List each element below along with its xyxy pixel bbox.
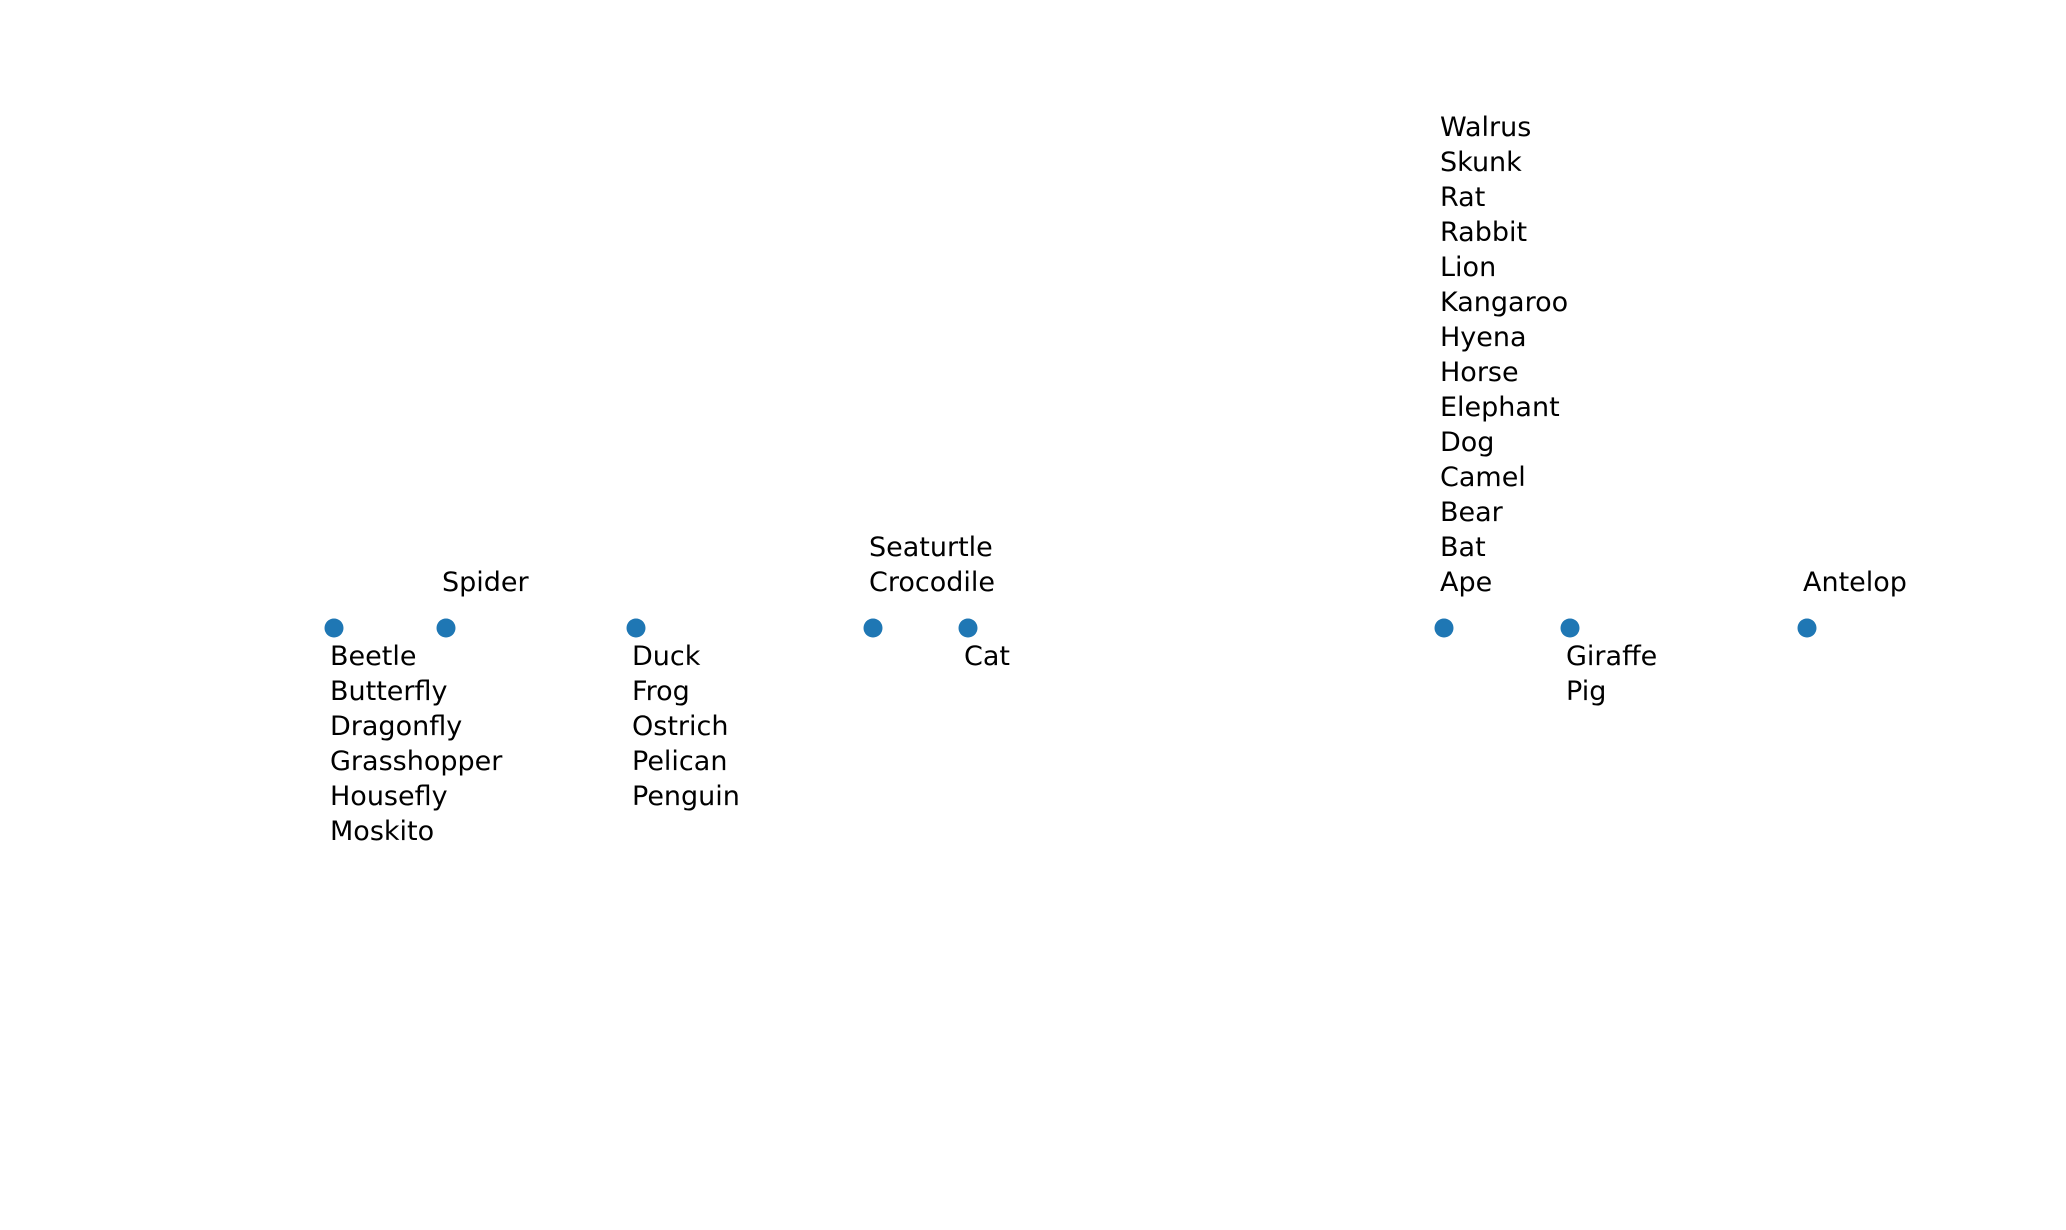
point-label: Grasshopper bbox=[330, 746, 503, 777]
point-label: Crocodile bbox=[869, 567, 995, 598]
point-label: Penguin bbox=[632, 781, 740, 812]
point-label: Pelican bbox=[632, 746, 727, 777]
point-label: Butterfly bbox=[330, 676, 448, 707]
point-label: Hyena bbox=[1440, 322, 1527, 353]
scatter-point bbox=[1560, 618, 1580, 638]
point-label: Dragonfly bbox=[330, 711, 462, 742]
scatter-point bbox=[863, 618, 883, 638]
scatter-point bbox=[626, 618, 646, 638]
point-label: Antelop bbox=[1803, 567, 1907, 598]
point-label: Bear bbox=[1440, 497, 1504, 528]
scatter-point bbox=[436, 618, 456, 638]
point-label: Walrus bbox=[1440, 112, 1531, 143]
point-label: Frog bbox=[632, 676, 690, 707]
point-label: Ostrich bbox=[632, 711, 728, 742]
point-label: Camel bbox=[1440, 462, 1526, 493]
point-label: Moskito bbox=[330, 816, 434, 847]
point-label: Spider bbox=[442, 567, 530, 598]
scatter-point bbox=[1797, 618, 1817, 638]
scatter-point bbox=[958, 618, 978, 638]
point-label: Duck bbox=[632, 641, 701, 672]
point-label: Rat bbox=[1440, 182, 1485, 213]
point-label: Giraffe bbox=[1566, 641, 1657, 672]
point-labels: BeetleButterflyDragonflyGrasshopperHouse… bbox=[330, 112, 1907, 847]
point-label: Elephant bbox=[1440, 392, 1560, 423]
scatter-marks bbox=[324, 618, 1817, 638]
point-label: Skunk bbox=[1440, 147, 1522, 178]
scatter-point bbox=[1434, 618, 1454, 638]
point-label: Pig bbox=[1566, 676, 1606, 707]
point-label: Cat bbox=[964, 641, 1010, 672]
point-label: Dog bbox=[1440, 427, 1494, 458]
point-label: Ape bbox=[1440, 567, 1492, 598]
point-label: Lion bbox=[1440, 252, 1496, 283]
point-label: Bat bbox=[1440, 532, 1486, 563]
point-label: Housefly bbox=[330, 781, 448, 812]
point-label: Horse bbox=[1440, 357, 1519, 388]
scatter-point bbox=[324, 618, 344, 638]
point-label: Rabbit bbox=[1440, 217, 1527, 248]
point-label: Seaturtle bbox=[869, 532, 993, 563]
point-label: Kangaroo bbox=[1440, 287, 1568, 318]
point-label: Beetle bbox=[330, 641, 416, 672]
